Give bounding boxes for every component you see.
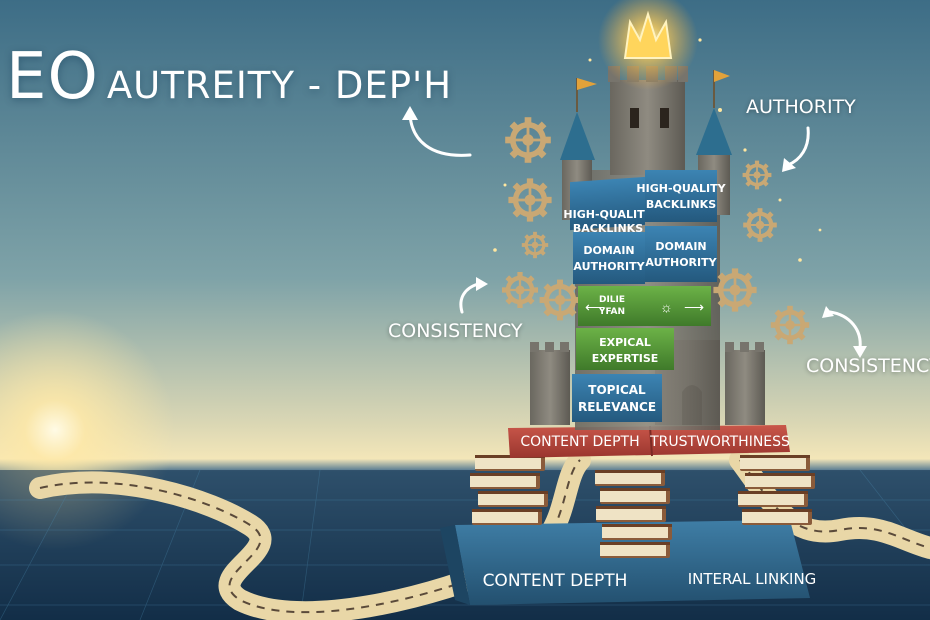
block-domain-left: DOMAIN AUTHORITY [573,232,646,284]
slab-content-depth-base: CONTENT DEPTH [483,571,628,591]
block-text-line: HIGH-QUALITY [636,182,726,195]
title-main: EO [6,40,99,114]
slab-content-depth-top: CONTENT DEPTH [520,434,639,450]
curved-arrow-icon [408,113,472,157]
block-text-line: HIGH-QUALITY [563,208,653,221]
block-text-line: TOPICAL [588,383,646,397]
block-backlinks-right: HIGH-QUALITY BACKLINKS [636,170,727,222]
slab-trustworthiness: TRUSTWORTHINESS [649,434,790,450]
block-expertise: EXPICAL EXPERTISE [576,328,674,370]
label-authority: AUTHORITY [746,96,856,118]
arrow-left-icon: ⟵ [585,299,605,315]
title-rest: AUTREITY - DEP'H [106,64,453,107]
block-text-line: AUTHORITY [573,260,645,273]
slab-internal-linking: INTERAL LINKING [688,570,817,588]
block-text-line: DOMAIN [583,244,634,257]
block-text-line: YFAN [598,307,625,317]
sun-icon: ☼ [660,299,673,315]
arrow-head-icon [782,158,796,172]
block-text-line: EXPICAL [599,336,651,349]
curved-arrow-icon [459,282,480,314]
block-text-line: DILIE [599,295,625,305]
block-text-line: DOMAIN [655,240,706,253]
block-domain-right: DOMAIN AUTHORITY [645,226,718,282]
curved-arrow-icon [828,310,862,350]
block-text-line: RELEVANCE [578,400,656,414]
label-consistency-right: CONSISTENCY [806,355,930,377]
block-text-line: EXPERTISE [592,352,659,365]
arrow-head-icon [402,106,418,120]
arrow-head-icon [476,277,488,291]
arrow-head-icon [822,306,834,318]
curved-arrow-icon [786,126,810,167]
label-consistency-left: CONSISTENCY [388,320,523,342]
arrow-right-icon: ⟶ [684,299,704,315]
block-topical: TOPICAL RELEVANCE [572,374,662,422]
arrow-head-icon [853,346,867,358]
block-text-line: AUTHORITY [645,256,717,269]
block-text-line: BACKLINKS [646,198,716,211]
block-text-line: BACKLINKS [573,222,643,235]
block-green-symbols: DILIE YFAN ⟵ ☼ ⟶ [578,286,711,326]
block-backlinks-left: HIGH-QUALITY BACKLINKS [563,176,654,235]
